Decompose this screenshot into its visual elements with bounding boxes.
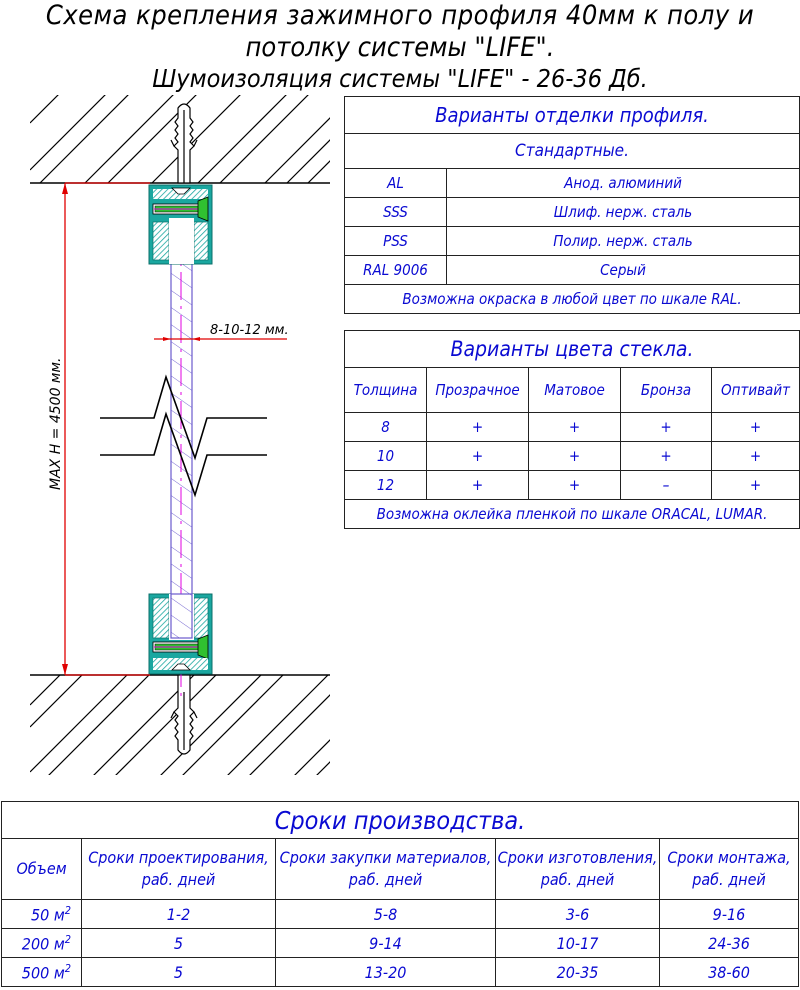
ceiling-anchor-icon bbox=[170, 103, 198, 184]
finish-code: PSS bbox=[344, 226, 447, 256]
mounting-diagram: MAX H = 4500 мм. 8-10-12 мм. bbox=[30, 95, 330, 775]
table-row: 200 м2 5 9-14 10-17 24-36 bbox=[1, 928, 799, 958]
finish-code: SSS bbox=[344, 197, 447, 227]
finish-name: Серый bbox=[446, 255, 800, 285]
cell: 10 bbox=[344, 441, 427, 471]
finish-code: RAL 9006 bbox=[344, 255, 447, 285]
finish-code: AL bbox=[344, 168, 447, 198]
finish-table-note: Возможна окраска в любой цвет по шкале R… bbox=[344, 284, 800, 314]
height-dimension-label: MAX H = 4500 мм. bbox=[48, 357, 64, 490]
install-cell: 38-60 bbox=[659, 957, 799, 987]
cell: + bbox=[711, 441, 800, 471]
header-subtext: раб. дней bbox=[141, 870, 216, 889]
table-row: PSS Полир. нерж. сталь bbox=[344, 226, 800, 256]
cell: + bbox=[528, 412, 621, 442]
glass-thickness-dimension bbox=[154, 337, 287, 341]
finish-name: Анод. алюминий bbox=[446, 168, 800, 198]
production-terms-table: Сроки производства. Объем Сроки проектир… bbox=[1, 801, 799, 987]
table-row: 500 м2 5 13-20 20-35 38-60 bbox=[1, 957, 799, 987]
header-text: Сроки монтажа, bbox=[667, 848, 791, 867]
ceiling-hatch bbox=[30, 95, 330, 183]
column-header: Матовое bbox=[528, 367, 621, 413]
table-row: 8 + + + + bbox=[344, 412, 800, 442]
column-header-volume: Объем bbox=[1, 838, 82, 900]
column-header: Бронза bbox=[620, 367, 712, 413]
column-header-install: Сроки монтажа, раб. дней bbox=[659, 838, 799, 900]
glass-color-table: Варианты цвета стекла. Толщина Прозрачно… bbox=[344, 330, 800, 529]
finish-name: Шлиф. нерж. сталь bbox=[446, 197, 800, 227]
cell: + bbox=[426, 441, 529, 471]
floor-hatch bbox=[30, 675, 330, 775]
header-subtext: раб. дней bbox=[540, 870, 615, 889]
table-row: SSS Шлиф. нерж. сталь bbox=[344, 197, 800, 227]
volume-cell: 500 м2 bbox=[1, 957, 82, 987]
title-line-2: потолку системы "LIFE". bbox=[245, 32, 555, 63]
cell: + bbox=[711, 412, 800, 442]
table-row: 12 + + – + bbox=[344, 470, 800, 500]
cell: + bbox=[620, 412, 712, 442]
column-header: Оптивайт bbox=[711, 367, 800, 413]
table-row: 50 м2 1-2 5-8 3-6 9-16 bbox=[1, 899, 799, 929]
header-subtext: раб. дней bbox=[348, 870, 423, 889]
cell: + bbox=[528, 470, 621, 500]
header-subtext: раб. дней bbox=[692, 870, 766, 889]
table-row: RAL 9006 Серый bbox=[344, 255, 800, 285]
volume-cell: 200 м2 bbox=[1, 928, 82, 958]
glass-table-title: Варианты цвета стекла. bbox=[344, 330, 800, 368]
purchase-cell: 13-20 bbox=[275, 957, 496, 987]
header-text: Сроки проектирования, bbox=[88, 848, 269, 867]
install-cell: 9-16 bbox=[659, 899, 799, 929]
title-line-1: Схема крепления зажимного профиля 40мм к… bbox=[45, 0, 755, 31]
column-header-manufacture: Сроки изготовления, раб. дней bbox=[495, 838, 660, 900]
cell: + bbox=[426, 412, 529, 442]
glass-table-note: Возможна оклейка пленкой по шкале ORACAL… bbox=[344, 499, 800, 529]
design-cell: 1-2 bbox=[81, 899, 276, 929]
terms-table-title: Сроки производства. bbox=[1, 801, 799, 839]
finish-table-title: Варианты отделки профиля. bbox=[344, 96, 800, 134]
column-header: Прозрачное bbox=[426, 367, 529, 413]
header-text: Сроки изготовления, bbox=[497, 848, 658, 867]
title-line-3: Шумоизоляция системы "LIFE" - 26-36 Дб. bbox=[152, 64, 648, 93]
glass-thickness-label: 8-10-12 мм. bbox=[210, 323, 289, 338]
finish-options-table: Варианты отделки профиля. Стандартные. A… bbox=[344, 96, 800, 314]
cell: 8 bbox=[344, 412, 427, 442]
cell: + bbox=[620, 441, 712, 471]
cell: + bbox=[426, 470, 529, 500]
cell: + bbox=[711, 470, 800, 500]
manufacture-cell: 20-35 bbox=[495, 957, 660, 987]
purchase-cell: 9-14 bbox=[275, 928, 496, 958]
purchase-cell: 5-8 bbox=[275, 899, 496, 929]
design-cell: 5 bbox=[81, 928, 276, 958]
column-header: Толщина bbox=[344, 367, 427, 413]
volume-cell: 50 м2 bbox=[1, 899, 82, 929]
header-text: Сроки закупки материалов, bbox=[279, 848, 492, 867]
floor-anchor-icon bbox=[170, 674, 198, 755]
table-row: 10 + + + + bbox=[344, 441, 800, 471]
table-row: AL Анод. алюминий bbox=[344, 168, 800, 198]
cell: + bbox=[528, 441, 621, 471]
design-cell: 5 bbox=[81, 957, 276, 987]
manufacture-cell: 3-6 bbox=[495, 899, 660, 929]
finish-table-subtitle: Стандартные. bbox=[344, 133, 800, 169]
top-clamp-profile bbox=[148, 184, 213, 265]
bottom-clamp-profile bbox=[148, 593, 213, 675]
break-line-icon bbox=[100, 374, 267, 498]
manufacture-cell: 10-17 bbox=[495, 928, 660, 958]
cell: 12 bbox=[344, 470, 427, 500]
height-dimension bbox=[62, 182, 150, 676]
header-text: Объем bbox=[16, 859, 67, 878]
column-header-purchase: Сроки закупки материалов, раб. дней bbox=[275, 838, 496, 900]
install-cell: 24-36 bbox=[659, 928, 799, 958]
cell: – bbox=[620, 470, 712, 500]
finish-name: Полир. нерж. сталь bbox=[446, 226, 800, 256]
column-header-design: Сроки проектирования, раб. дней bbox=[81, 838, 276, 900]
